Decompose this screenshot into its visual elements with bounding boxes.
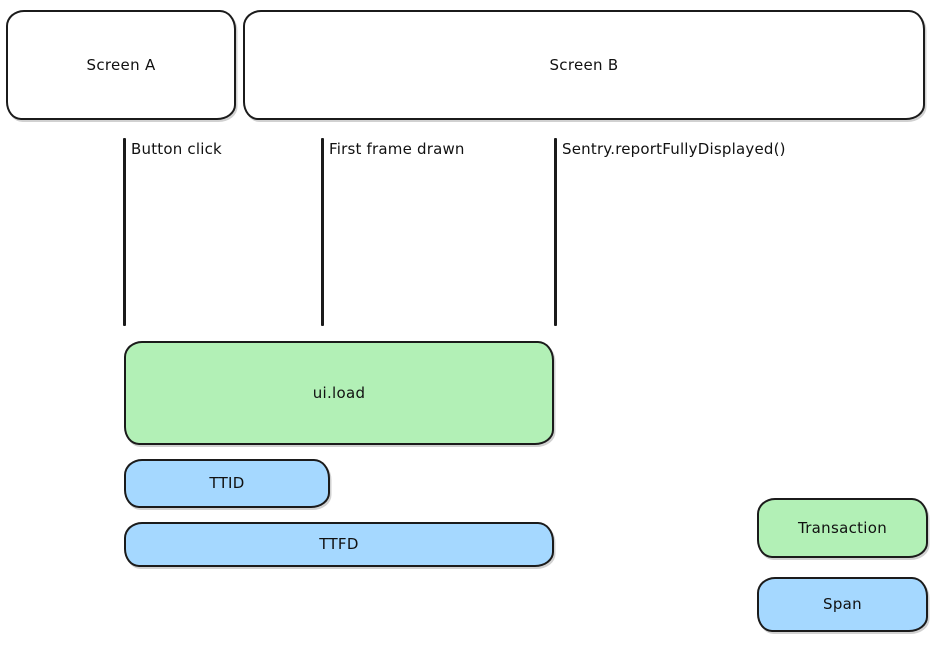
event-marker-first-frame: First frame drawn (321, 138, 464, 326)
event-tick-line-icon (123, 138, 126, 326)
event-marker-label: Sentry.reportFullyDisplayed() (562, 140, 786, 158)
legend-span: Span (757, 577, 928, 632)
legend-transaction: Transaction (757, 498, 928, 558)
screen-box-label: Screen A (86, 55, 156, 74)
timeline-bar-label: TTFD (319, 535, 359, 554)
timeline-bar-ui-load: ui.load (124, 341, 554, 445)
screen-box-label: Screen B (549, 55, 619, 74)
event-tick-line-icon (321, 138, 324, 326)
event-tick-line-icon (554, 138, 557, 326)
legend-label: Transaction (797, 518, 888, 537)
screen-box-screen-a: Screen A (6, 10, 236, 120)
event-marker-label: First frame drawn (329, 140, 465, 158)
timeline-bar-ttfd: TTFD (124, 522, 554, 567)
event-marker-button-click: Button click (123, 138, 222, 326)
timeline-bar-label: TTID (209, 474, 245, 493)
timeline-bar-ttid: TTID (124, 459, 330, 508)
screen-box-screen-b: Screen B (243, 10, 925, 120)
event-marker-fully-displayed: Sentry.reportFullyDisplayed() (554, 138, 786, 326)
timeline-bar-label: ui.load (312, 383, 366, 402)
event-marker-label: Button click (131, 140, 222, 158)
legend-label: Span (823, 595, 862, 614)
